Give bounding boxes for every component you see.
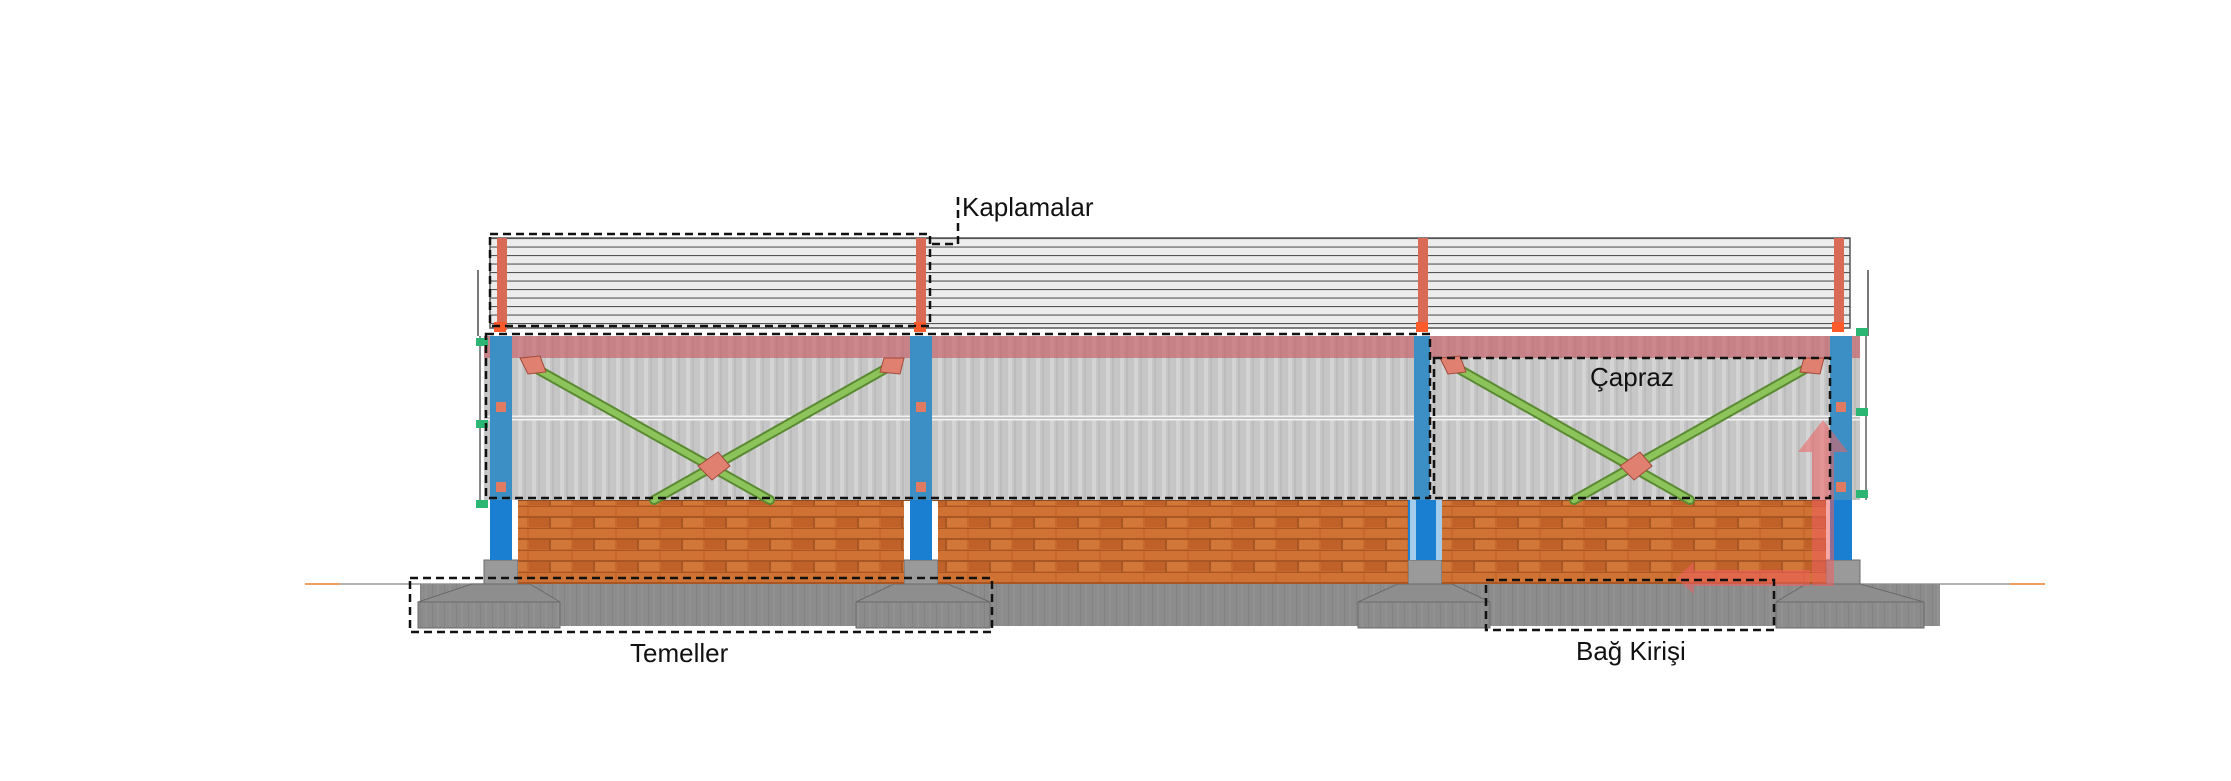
connector xyxy=(1856,490,1868,498)
tie-beam-frame xyxy=(1484,578,1776,632)
roof-cladding xyxy=(477,237,1869,336)
eave-beam xyxy=(484,336,1860,358)
gusset-plate xyxy=(1619,451,1653,481)
foundation-frame xyxy=(408,576,994,634)
connector xyxy=(1856,408,1868,416)
tie-beam-label: Bağ Kirişi xyxy=(1576,636,1686,666)
connector xyxy=(476,420,488,428)
gusset-plate xyxy=(1439,355,1467,375)
brick-wall xyxy=(518,499,1826,584)
callout-frames xyxy=(408,196,1832,634)
cladding-frame xyxy=(488,232,932,328)
up-arrow-icon xyxy=(1676,420,1848,594)
foundations-label: Temeller xyxy=(630,638,729,668)
plinth-2 xyxy=(903,559,939,585)
gusset-plate xyxy=(519,355,547,375)
plinth-3 xyxy=(1407,559,1443,585)
gusset-plate xyxy=(1799,357,1825,375)
foundations xyxy=(417,559,1940,629)
connector xyxy=(476,500,488,508)
bracing-right-bay xyxy=(1439,355,1825,505)
connector xyxy=(476,338,488,346)
cladding-leader xyxy=(932,196,960,246)
gusset-plate xyxy=(697,451,731,481)
gusset-plate xyxy=(879,357,905,375)
connector xyxy=(1856,328,1868,336)
bracing-frame xyxy=(1432,356,1832,500)
tie-beam-strip xyxy=(420,584,1940,626)
plinth-1 xyxy=(483,559,519,585)
cladding-label: Kaplamalar xyxy=(962,192,1094,222)
bracing-label: Çapraz xyxy=(1590,362,1674,392)
wall-frame xyxy=(484,332,1432,500)
bracing-left-bay xyxy=(519,355,905,505)
